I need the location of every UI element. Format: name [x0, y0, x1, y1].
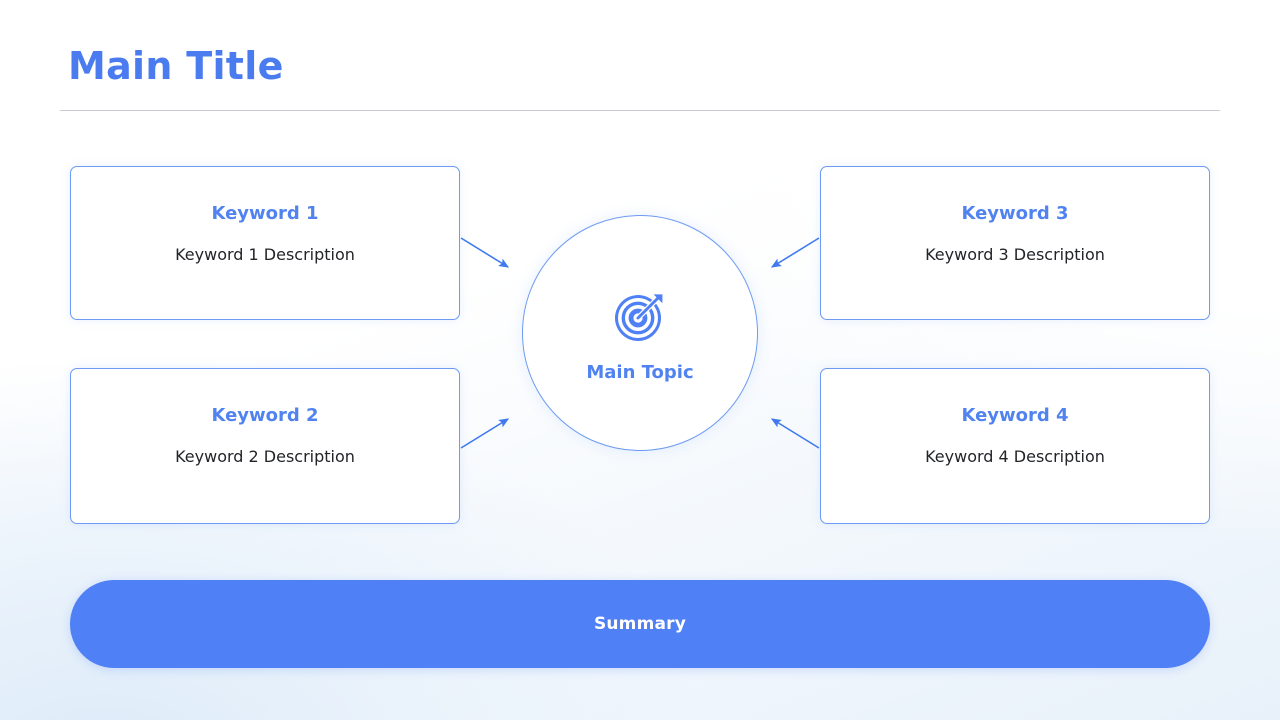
keyword-card-title: Keyword 4 [961, 405, 1069, 426]
title-divider [60, 110, 1220, 111]
keyword-card-description: Keyword 4 Description [925, 446, 1105, 466]
summary-bar[interactable]: Summary [70, 580, 1210, 668]
keyword-card-title: Keyword 3 [961, 203, 1069, 224]
keyword-card-description: Keyword 2 Description [175, 446, 355, 466]
arrow-card1-to-center [460, 237, 510, 268]
target-icon [615, 293, 663, 341]
keyword-card-1[interactable]: Keyword 1 Keyword 1 Description [70, 166, 460, 320]
keyword-card-description: Keyword 1 Description [175, 244, 355, 264]
summary-label: Summary [593, 614, 687, 634]
arrow-card3-to-center [770, 237, 820, 268]
keyword-card-3[interactable]: Keyword 3 Keyword 3 Description [820, 166, 1210, 320]
main-topic-circle[interactable]: Main Topic [522, 215, 758, 451]
keyword-card-4[interactable]: Keyword 4 Keyword 4 Description [820, 368, 1210, 524]
keyword-card-description: Keyword 3 Description [925, 244, 1105, 264]
arrow-card4-to-center [770, 418, 820, 449]
keyword-card-title: Keyword 2 [211, 405, 319, 426]
keyword-card-2[interactable]: Keyword 2 Keyword 2 Description [70, 368, 460, 524]
main-topic-label: Main Topic [586, 361, 694, 383]
page-title: Main Title [68, 44, 284, 88]
keyword-card-title: Keyword 1 [211, 203, 319, 224]
arrow-card2-to-center [460, 418, 510, 449]
